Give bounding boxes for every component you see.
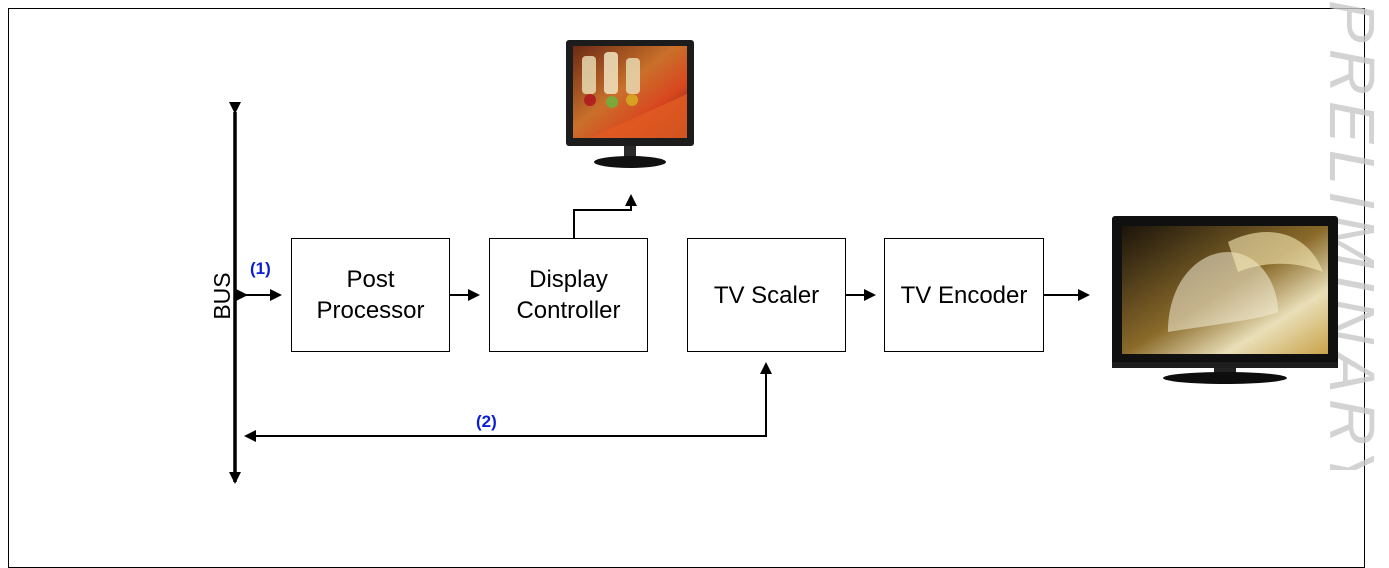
path-label-2: (2) [476, 412, 497, 431]
tv-scaler-block: TV Scaler [687, 238, 846, 352]
path2-line [244, 364, 767, 442]
display-controller-block: Display Controller [489, 238, 648, 352]
display-to-monitor-arrow [573, 194, 637, 238]
post-processor-label: Post Processor [316, 266, 425, 324]
post-processor-block: Post Processor [291, 238, 450, 352]
display-controller-label: Display Controller [516, 266, 621, 324]
lcd-monitor-icon [566, 40, 694, 168]
tv-encoder-label: TV Encoder [900, 281, 1028, 309]
path-label-1: (1) [250, 259, 271, 278]
bus-label: BUS [209, 272, 235, 320]
tv-scaler-label: TV Scaler [713, 281, 820, 309]
flat-tv-icon [1112, 216, 1338, 384]
connector-lines [229, 102, 1090, 484]
tv-encoder-block: TV Encoder [884, 238, 1044, 352]
